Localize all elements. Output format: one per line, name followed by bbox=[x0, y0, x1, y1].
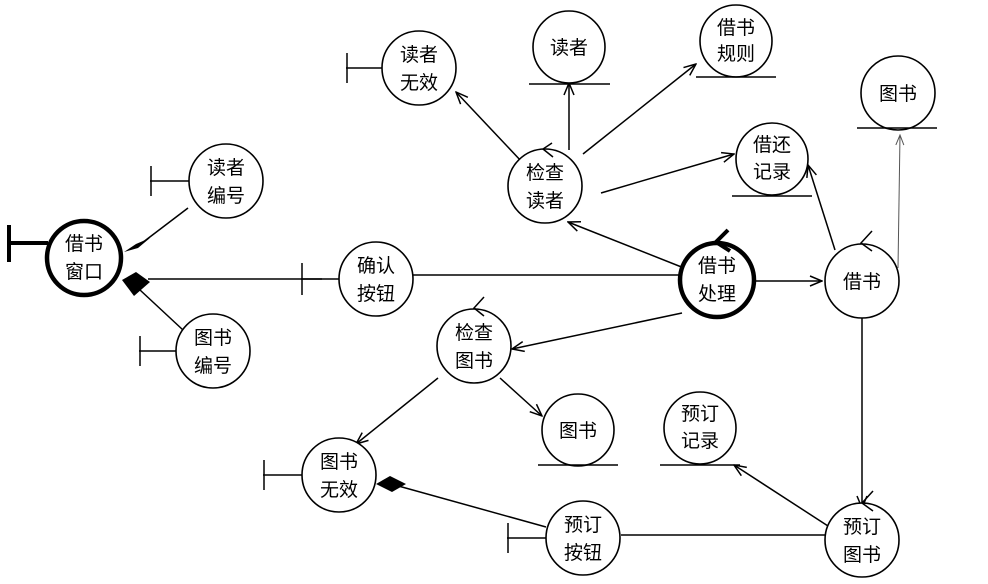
node-label: 借书 bbox=[717, 17, 755, 39]
edge-borrow-loanrecord bbox=[808, 165, 836, 251]
node-label: 图书 bbox=[559, 420, 597, 442]
node-label: 无效 bbox=[400, 72, 438, 94]
node-reader-no[interactable]: 读者 编号 bbox=[150, 143, 264, 219]
node-borrow-rules[interactable]: 借书 规则 bbox=[696, 4, 776, 78]
node-label: 预订 bbox=[564, 514, 602, 536]
node-label: 检查 bbox=[526, 162, 564, 184]
connections bbox=[122, 64, 900, 536]
edge-process-checkreader bbox=[568, 222, 685, 269]
node-label: 预订 bbox=[681, 403, 719, 425]
node-book-invalid[interactable]: 图书 无效 bbox=[263, 437, 377, 513]
node-confirm-button[interactable]: 确认 按钮 bbox=[301, 241, 414, 317]
node-reserve-record[interactable]: 预订 记录 bbox=[660, 391, 740, 466]
node-check-book[interactable]: 检查 图书 bbox=[436, 296, 512, 384]
node-label: 借还 bbox=[753, 134, 791, 156]
edge-reservebook-reserverecord bbox=[734, 465, 829, 527]
edge-checkreader-loanrecord bbox=[600, 154, 734, 194]
node-borrow-window[interactable]: 借书 窗口 bbox=[7, 218, 124, 298]
node-book-mid[interactable]: 图书 bbox=[538, 393, 618, 467]
node-label: 规则 bbox=[717, 43, 755, 65]
edge-window-bookno bbox=[139, 289, 184, 331]
node-check-reader[interactable]: 检查 读者 bbox=[507, 142, 583, 224]
node-reserve-book[interactable]: 预订 图书 bbox=[824, 490, 900, 578]
edge-checkbook-bookinvalid bbox=[356, 377, 439, 444]
edge-checkbook-book bbox=[499, 377, 542, 416]
node-label: 确认 bbox=[357, 255, 395, 277]
node-label: 编号 bbox=[207, 185, 245, 207]
aggregation-diamond-icon bbox=[376, 476, 406, 492]
aggregation-diamond-icon bbox=[122, 272, 150, 296]
node-label: 无效 bbox=[320, 479, 358, 501]
edge-process-checkbook bbox=[512, 312, 683, 349]
node-label: 借书 bbox=[65, 233, 103, 255]
node-label: 读者 bbox=[550, 37, 588, 59]
node-reader[interactable]: 读者 bbox=[529, 10, 610, 85]
node-label: 处理 bbox=[698, 283, 736, 305]
node-book-top[interactable]: 图书 bbox=[857, 55, 937, 131]
node-label: 读者 bbox=[400, 44, 438, 66]
edge-borrow-book bbox=[898, 135, 900, 269]
node-label: 读者 bbox=[526, 190, 564, 212]
aggregation-diamond-icon bbox=[124, 238, 150, 252]
node-label: 图书 bbox=[194, 327, 232, 349]
node-label: 编号 bbox=[194, 355, 232, 377]
edge-bookinvalid-reservebtn bbox=[383, 481, 547, 528]
edge-checkreader-readerinvalid bbox=[456, 92, 523, 163]
node-label: 借书 bbox=[698, 255, 736, 277]
node-reader-invalid[interactable]: 读者 无效 bbox=[346, 30, 457, 106]
node-label: 借书 bbox=[843, 271, 881, 293]
node-label: 图书 bbox=[843, 544, 881, 566]
node-label: 按钮 bbox=[564, 542, 602, 564]
edge-checkreader-rules bbox=[582, 64, 696, 155]
node-label: 图书 bbox=[320, 451, 358, 473]
node-label: 检查 bbox=[455, 322, 493, 344]
node-label: 记录 bbox=[753, 161, 791, 183]
node-label: 按钮 bbox=[357, 283, 395, 305]
node-label: 记录 bbox=[681, 430, 719, 452]
node-borrow-process[interactable]: 借书 处理 bbox=[677, 228, 757, 320]
node-loan-record[interactable]: 借还 记录 bbox=[732, 122, 812, 197]
node-book-no[interactable]: 图书 编号 bbox=[139, 313, 251, 389]
node-reserve-button[interactable]: 预订 按钮 bbox=[507, 500, 621, 576]
node-label: 图书 bbox=[879, 83, 917, 105]
node-label: 读者 bbox=[207, 157, 245, 179]
node-borrow[interactable]: 借书 bbox=[824, 230, 900, 319]
node-label: 图书 bbox=[455, 350, 493, 372]
node-label: 预订 bbox=[843, 516, 881, 538]
node-label: 窗口 bbox=[65, 261, 103, 283]
